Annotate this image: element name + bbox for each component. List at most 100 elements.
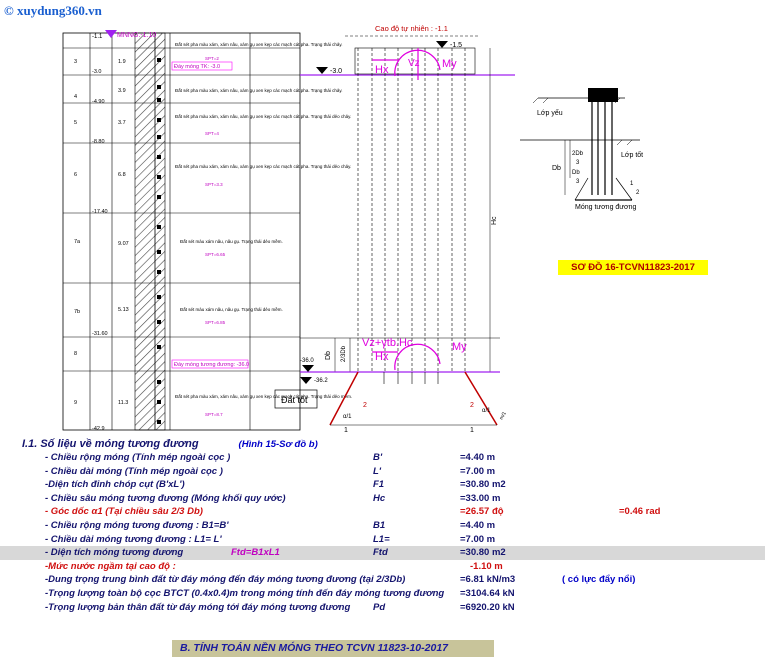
layer-6-desc: Đất sét pha màu xám, xám nâu, xám gụ xen… xyxy=(175,164,351,169)
layer-7a-desc: Đất sét màu xám nâu, nâu gụ. Trạng thái … xyxy=(180,239,283,244)
row-label: - Chiều rộng móng (Tính mép ngoài cọc ) xyxy=(45,452,231,463)
layer-6-thickness: 6.8 xyxy=(118,172,126,178)
pink-label-top: Đáy móng TK: -3.0 xyxy=(174,64,220,70)
layer-7b-spt: SPT=6.85 xyxy=(205,320,226,325)
force-vz-top: Vz xyxy=(408,58,420,69)
data-row: - Chiều rộng móng (Tính mép ngoài cọc ) B… xyxy=(0,451,765,465)
layer-3-thickness: 1.9 xyxy=(118,59,126,65)
row-value: =4.40 m xyxy=(460,452,496,463)
row-value: =7.00 m xyxy=(460,533,496,545)
row-label: - Chiều dài móng tương đương : L1= L' xyxy=(45,533,222,545)
row-symbol: Pd xyxy=(373,601,386,613)
layer-7a-thickness: 9.07 xyxy=(118,241,129,247)
layer-5-spt: SPT=4 xyxy=(205,131,219,136)
water-level-marker xyxy=(105,30,117,38)
row-symbol: Ftd xyxy=(373,547,388,559)
layer-5-thickness: 3.7 xyxy=(118,120,126,126)
layer-4-depth: -4.90 xyxy=(92,99,105,105)
scheme-label: SƠ ĐỒ 16-TCVN11823-2017 xyxy=(558,260,708,275)
layer-7b-thickness: 5.13 xyxy=(118,307,129,313)
log-top-depth: -1.1 xyxy=(92,34,103,40)
layer-6-id: 6 xyxy=(74,172,77,178)
section-b-title: B. TÍNH TOÁN NỀN MÓNG THEO TCVN 11823-10… xyxy=(172,640,494,657)
row-value: =33.00 m xyxy=(460,492,501,504)
pink-label-bottom: Đáy móng tương đương: -36.0 xyxy=(174,362,249,368)
layer-7a-spt: SPT=6.65 xyxy=(205,252,226,257)
scheme-lop-yeu: Lớp yếu xyxy=(537,108,563,117)
slope-m-label: m/1 xyxy=(499,411,508,421)
slope-1-left: 1 xyxy=(344,427,348,434)
force-vz-bottom: Vz+γtb.Hc xyxy=(362,337,413,349)
force-my-top: My xyxy=(442,58,457,70)
row-extra: ( có lực đẩy nổi) xyxy=(562,574,636,586)
row-symbol: B' xyxy=(373,452,383,463)
scheme-16-diagram: Lớp yếu Lớp tốt Db 2Db 3 Db 3 1 2 Móng t… xyxy=(520,88,643,211)
scheme-3-top: 3 xyxy=(576,160,580,166)
site-logo: © xuydung360.vn xyxy=(4,3,102,18)
level-marker-36b xyxy=(300,377,312,384)
db-dim-label: Db xyxy=(325,351,332,360)
row-label: - Diện tích móng tương đương xyxy=(45,547,184,559)
data-row: - Chiều dài móng tương đương : L1= L' L1=… xyxy=(0,533,765,547)
layer-5-depth: -8.80 xyxy=(92,139,105,145)
scheme-db: Db xyxy=(552,165,561,172)
row-symbol: L1= xyxy=(373,533,390,545)
two-thirds-db-label: 2/3Db xyxy=(341,345,347,362)
level-marker-1-5 xyxy=(436,41,448,48)
slope-alpha-label: α/1 xyxy=(343,414,352,420)
scheme-one: 1 xyxy=(630,181,634,187)
data-row: -Trọng lượng bản thân đất từ đáy móng tớ… xyxy=(0,601,765,615)
groundwater-label: MNNG:-1.10 xyxy=(117,32,156,39)
data-row: -Mức nước ngầm tại cao độ :-1.10 m xyxy=(0,560,765,574)
layer-6-spt: SPT=3.3 xyxy=(205,182,223,187)
row-formula: Ftd=B1xL1 xyxy=(231,547,280,559)
row-value: -1.10 m xyxy=(470,560,503,572)
layer-4-id: 4 xyxy=(74,94,77,100)
level-marker-36 xyxy=(302,365,314,372)
force-hx-bottom: Hx xyxy=(375,351,389,363)
row-symbol: B1 xyxy=(373,520,386,531)
section-i-ref: (Hình 15-Sơ đồ b) xyxy=(238,439,318,450)
level-1-5-label: -1.5 xyxy=(450,42,462,49)
data-row: - Chiều dài móng (Tính mép ngoài cọc )L'… xyxy=(0,465,765,479)
force-my-bottom: My xyxy=(452,341,467,353)
row-value: =4.40 m xyxy=(460,520,496,531)
scheme-3-bottom: 3 xyxy=(576,179,580,185)
scheme-mong-tuong-duong: Móng tương đương xyxy=(575,204,636,211)
layer-4-thickness: 3.9 xyxy=(118,88,126,94)
row-value: =3104.64 kN xyxy=(460,588,515,599)
level-3-label: -3.0 xyxy=(330,68,342,75)
row-label: - Góc dốc α1 (Tại chiều sâu 2/3 Db) xyxy=(45,506,203,518)
scheme-lop-tot: Lớp tốt xyxy=(621,150,643,159)
layer-3-desc: Đất sét pha màu xám, xám nâu, xám gụ xen… xyxy=(175,42,343,47)
layer-5-desc: Đất sét pha màu xám, xám nâu, xám gụ xen… xyxy=(175,114,351,119)
row-label: -Trọng lượng bản thân đất từ đáy móng tớ… xyxy=(45,601,351,613)
section-i-title: I.1. Số liệu về móng tương đương(Hình 15… xyxy=(22,438,318,450)
hc-dim-label: Hc xyxy=(491,216,498,225)
level-36b-label: -36.2 xyxy=(314,378,328,384)
layer-5-id: 5 xyxy=(74,120,77,126)
section-drawing: Cao độ tự nhiên : -1.1 -1.5 -3.0 Hx Vz M… xyxy=(274,24,515,434)
row-symbol: Hc xyxy=(373,492,386,504)
level-36-label: -36.0 xyxy=(300,358,314,364)
data-row: - Diện tích móng tương đương Ftd=B1xL1 Ftd… xyxy=(0,546,765,561)
scheme-2db: 2Db xyxy=(572,151,584,157)
dat-tot-label: Đất tốt xyxy=(281,395,308,405)
row-label: - Chiều dài móng (Tính mép ngoài cọc ) xyxy=(45,465,223,477)
layer-6-depth: -17.40 xyxy=(92,209,108,215)
row-value: =30.80 m2 xyxy=(460,479,506,491)
layer-9-spt: SPT=8.7 xyxy=(205,412,223,417)
layer-7b-desc: Đất sét màu xám nâu, nâu gụ. Trạng thái … xyxy=(180,307,283,312)
log-layers: 3 -3.0 1.9 Đất sét pha màu xám, xám nâu,… xyxy=(74,42,352,432)
scheme-db-small: Db xyxy=(572,170,580,176)
natural-level-label: Cao độ tự nhiên : -1.1 xyxy=(375,24,448,33)
data-row: -Diện tích đỉnh chóp cụt (B'xL')F1=30.80… xyxy=(0,478,765,492)
layer-7b-id: 7b xyxy=(74,309,80,315)
row-symbol: F1 xyxy=(373,479,385,491)
data-row: - Chiều sâu móng tương đương (Móng khối … xyxy=(0,492,765,506)
layer-3-id: 3 xyxy=(74,59,77,65)
slope-alpha-right: α/1 xyxy=(482,408,491,414)
slope-2-right: 2 xyxy=(470,402,474,409)
row-label: -Trọng lượng toàn bộ cọc BTCT (0.4x0.4)m… xyxy=(45,588,445,599)
layer-3-depth: -3.0 xyxy=(92,69,101,75)
